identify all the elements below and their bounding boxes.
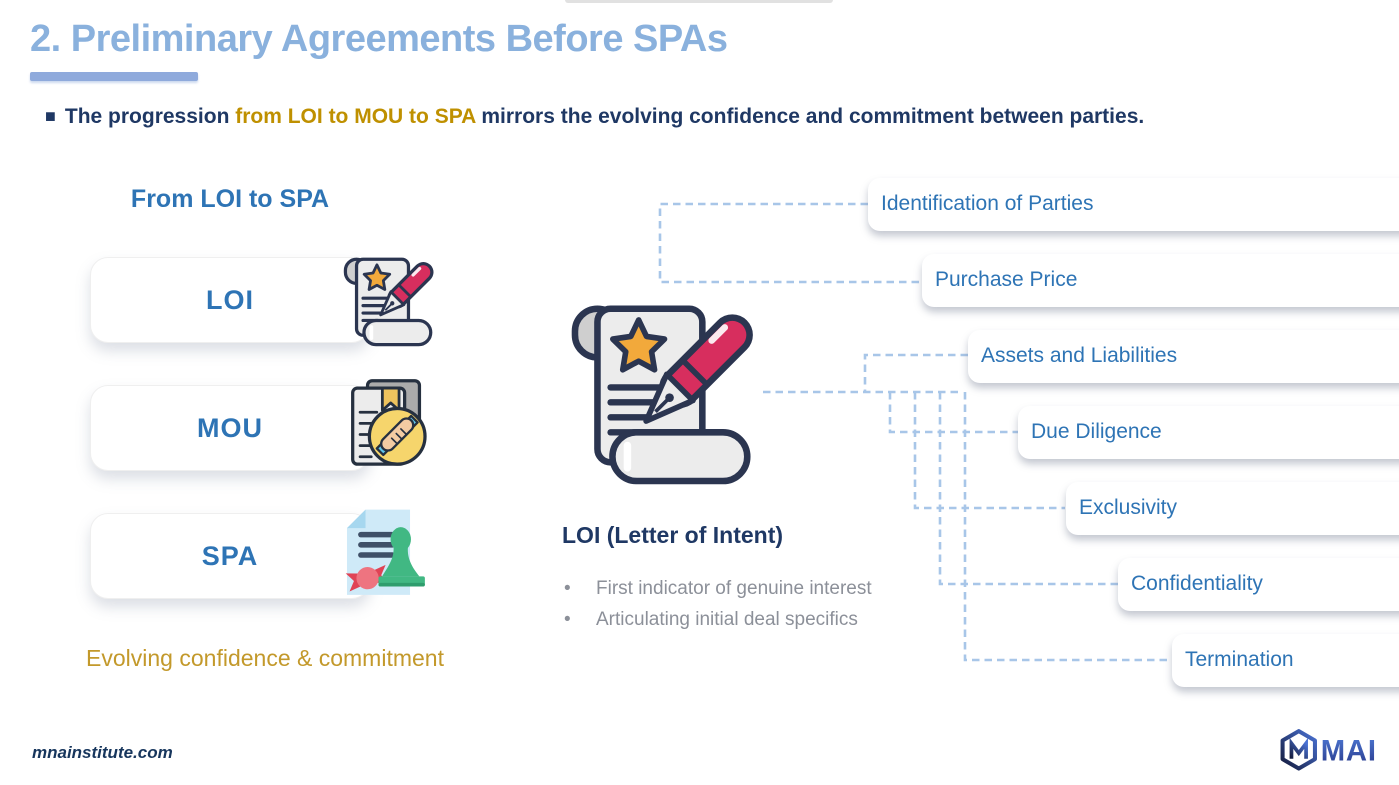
term-label: Confidentiality (1131, 572, 1263, 595)
page-title: 2. Preliminary Agreements Before SPAs (30, 18, 728, 60)
term-label: Exclusivity (1079, 496, 1178, 519)
term-box-purchase-price: Purchase Price (922, 253, 1399, 307)
scroll-pen-icon (338, 250, 440, 352)
stage-label: MOU (197, 412, 263, 443)
square-bullet-icon: ■ (45, 106, 56, 126)
term-box-confidentiality: Confidentiality (1118, 557, 1399, 611)
intro-post: mirrors the evolving confidence and comm… (475, 105, 1145, 128)
term-label: Identification of Parties (881, 192, 1094, 215)
document-handshake-icon (336, 377, 438, 479)
stage-label: LOI (206, 284, 254, 315)
stage-label: SPA (201, 540, 259, 571)
mai-logo (1276, 720, 1398, 778)
stage-box-spa: SPA (90, 513, 370, 599)
bullet-text: Articulating initial deal specifics (596, 609, 858, 630)
term-box-due-diligence: Due Diligence (1018, 405, 1399, 459)
document-stamp-icon (334, 504, 436, 606)
bullet-item: • First indicator of genuine interest (564, 576, 872, 601)
term-label: Purchase Price (935, 268, 1078, 291)
term-label: Due Diligence (1031, 420, 1162, 443)
title-underline (30, 72, 198, 81)
stage-box-loi: LOI (90, 257, 370, 343)
top-edge-divider (565, 0, 833, 3)
term-box-identification-of-parties: Identification of Parties (868, 177, 1399, 231)
intro-highlight: from LOI to MOU to SPA (235, 105, 476, 128)
footer-website-link[interactable]: mnainstitute.com (32, 743, 173, 762)
left-panel-heading: From LOI to SPA (130, 185, 330, 213)
loi-heading: LOI (Letter of Intent) (562, 522, 784, 548)
bullet-marker: • (564, 578, 571, 599)
scroll-pen-icon (560, 290, 766, 496)
bullet-item: • Articulating initial deal specifics (564, 607, 872, 632)
term-label: Termination (1185, 648, 1294, 671)
bullet-text: First indicator of genuine interest (596, 578, 872, 599)
term-box-termination: Termination (1172, 633, 1399, 687)
evolving-caption: Evolving confidence & commitment (86, 645, 444, 671)
stage-box-mou: MOU (90, 385, 370, 471)
term-label: Assets and Liabilities (981, 344, 1178, 367)
intro-pre: The progression (64, 105, 236, 128)
bullet-marker: • (564, 609, 571, 630)
term-box-assets-and-liabilities: Assets and Liabilities (968, 329, 1399, 383)
intro-text: ■The progression from LOI to MOU to SPA … (45, 105, 1144, 129)
term-box-exclusivity: Exclusivity (1066, 481, 1399, 535)
loi-bullet-list: • First indicator of genuine interest • … (564, 576, 872, 638)
